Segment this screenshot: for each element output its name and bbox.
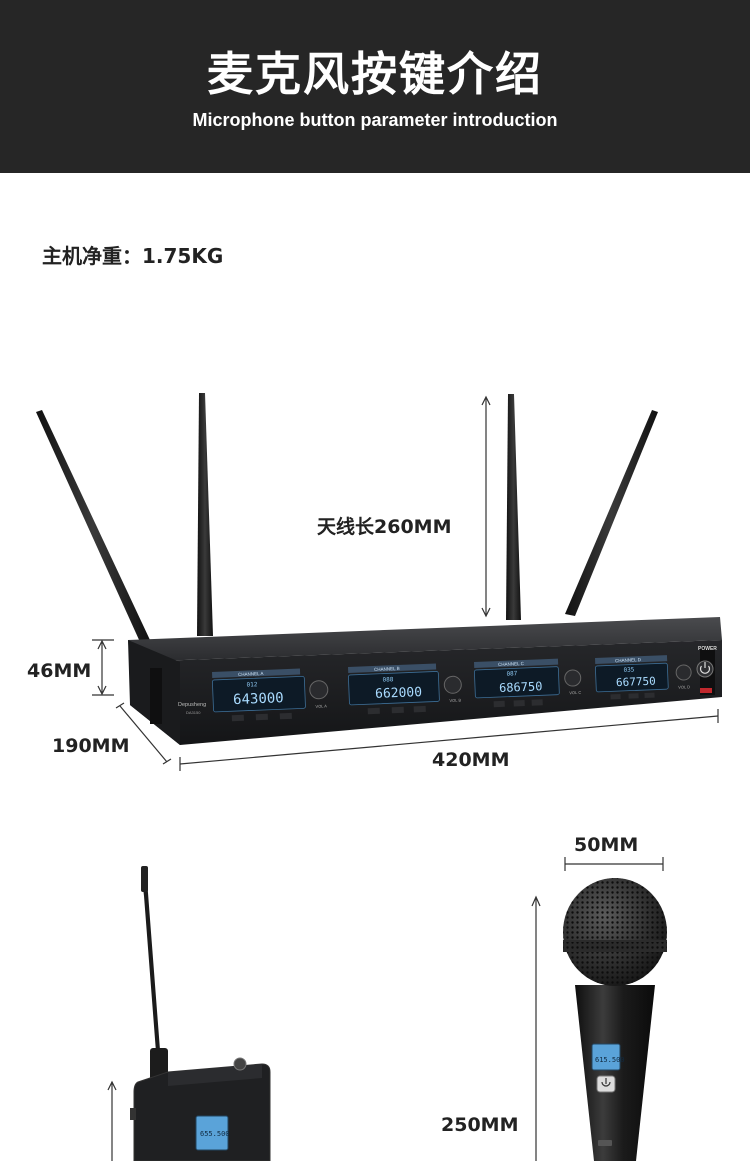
channel-a-label: CHANNEL A <box>238 671 264 677</box>
height-dimension-arrow <box>92 639 114 696</box>
set-button-d[interactable] <box>644 692 655 699</box>
antenna-left <box>197 393 213 636</box>
bodypack-transmitter: 655.500 <box>130 866 271 1161</box>
antenna-right <box>506 394 521 620</box>
page-subtitle: Microphone button parameter introduction <box>192 110 558 130</box>
up-button-d[interactable] <box>610 694 621 700</box>
brand-logo: Depusheng <box>178 702 206 708</box>
power-button[interactable] <box>696 660 714 678</box>
channel-c-label: CHANNEL C <box>498 661 525 667</box>
antenna-far-left <box>36 410 150 642</box>
bodypack-lcd-text: 655.500 <box>200 1130 230 1138</box>
lcd-b <box>347 671 440 706</box>
vol-label-d: VOL D <box>678 684 690 689</box>
power-label: POWER <box>698 646 717 652</box>
header-banner: 麦克风按键介绍 Microphone button parameter intr… <box>0 0 750 173</box>
channel-module-b: CHANNEL B 088 662000 VOL B <box>347 663 462 715</box>
down-button-c[interactable] <box>513 700 525 707</box>
channel-module-a: CHANNEL A 012 643000 VOL A <box>211 668 329 722</box>
vol-knob-b[interactable] <box>443 675 462 694</box>
channel-d-number: 035 <box>623 666 634 673</box>
antenna-dimension-arrow <box>481 395 491 618</box>
bodypack-lcd <box>195 1115 229 1151</box>
mic-length-arrow <box>531 895 541 1161</box>
channel-c-frequency: 686750 <box>499 679 543 695</box>
power-icon <box>699 665 711 674</box>
handheld-microphone: 615.500 <box>563 878 667 1161</box>
set-button-c[interactable] <box>531 699 543 706</box>
mic-length-label: 250MM <box>441 1114 519 1136</box>
mic-lcd-text: 615.500 <box>595 1056 625 1064</box>
mic-diameter-label: 50MM <box>574 834 639 856</box>
channel-b-label: CHANNEL B <box>374 666 400 672</box>
up-button-b[interactable] <box>367 707 380 715</box>
up-button-a[interactable] <box>231 714 244 722</box>
channel-d-label: CHANNEL D <box>615 657 642 663</box>
channel-b-number: 088 <box>382 676 393 683</box>
page-title: 麦克风按键介绍 <box>207 47 543 101</box>
antenna-length-label: 天线长260MM <box>317 516 452 538</box>
vol-knob-a[interactable] <box>309 680 329 700</box>
set-button-b[interactable] <box>413 705 426 713</box>
down-button-a[interactable] <box>255 713 268 721</box>
model-label: DA3150 <box>186 710 201 715</box>
channel-a-number: 012 <box>246 681 257 688</box>
height-label: 46MM <box>27 660 92 682</box>
mic-diameter-arrow <box>564 857 664 871</box>
depth-label: 190MM <box>52 735 130 757</box>
antenna-far-right <box>565 410 658 616</box>
channel-module-d: CHANNEL D 035 667750 VOL D <box>594 655 692 700</box>
lcd-d <box>594 662 669 693</box>
vol-label-c: VOL C <box>569 690 581 695</box>
bodypack-height-arrow <box>107 1080 117 1161</box>
weight-label: 主机净重：1.75KG <box>42 244 224 268</box>
vol-label-a: VOL A <box>315 703 327 708</box>
channel-c-number: 087 <box>506 670 517 677</box>
set-button-a[interactable] <box>279 712 292 720</box>
down-button-b[interactable] <box>391 706 404 714</box>
channel-a-frequency: 643000 <box>233 690 284 708</box>
vol-label-b: VOL B <box>449 697 461 702</box>
depth-dimension-arrow <box>115 702 172 765</box>
channel-module-c: CHANNEL C 087 686750 VOL C <box>473 658 582 708</box>
width-label: 420MM <box>432 749 510 771</box>
mic-power-icon <box>601 1081 611 1087</box>
bodypack-jack <box>233 1057 247 1071</box>
channel-b-frequency: 662000 <box>375 685 423 702</box>
channel-d-frequency: 667750 <box>616 675 656 690</box>
mic-lcd <box>591 1043 621 1071</box>
lcd-a <box>211 675 306 713</box>
vol-knob-c[interactable] <box>564 669 582 687</box>
lcd-c <box>473 666 560 699</box>
ir-window <box>700 688 712 693</box>
down-button-d[interactable] <box>628 693 639 699</box>
width-dimension-arrow <box>179 709 719 771</box>
up-button-c[interactable] <box>493 700 505 708</box>
vol-knob-d[interactable] <box>675 664 692 681</box>
